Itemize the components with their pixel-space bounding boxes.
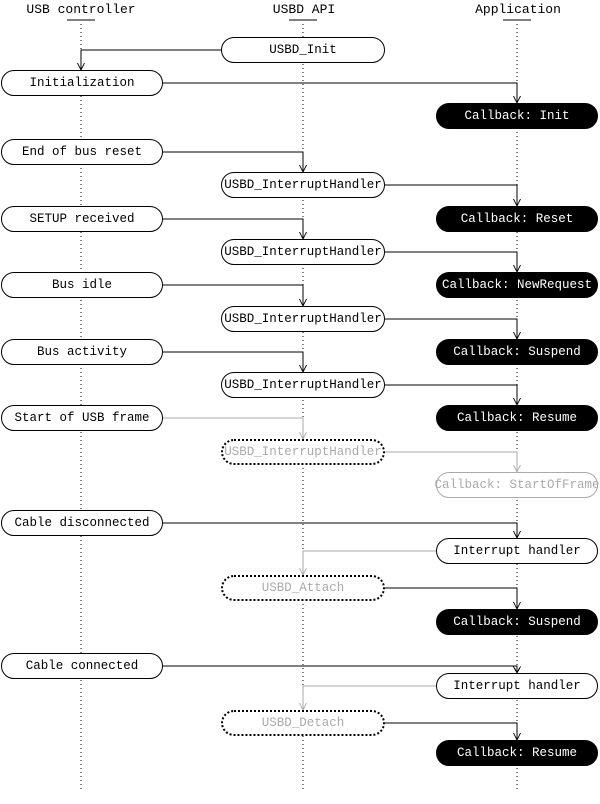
node-cable-disconnected: Cable disconnected [1,510,163,536]
node-callback-init: Callback: Init [436,103,598,129]
node-start-of-usb-frame: Start of USB frame [1,405,163,431]
node-interrupt-handler-1: Interrupt handler [436,538,598,564]
column-header-application: Application [475,2,561,17]
node-callback-resume-1: Callback: Resume [436,405,598,431]
node-usbd-detach: USBD_Detach [221,710,385,736]
node-cable-connected: Cable connected [1,653,163,679]
node-usbd-interrupthandler-5: USBD_InterruptHandler [221,439,385,465]
node-initialization: Initialization [1,70,163,96]
node-callback-suspend-2: Callback: Suspend [436,609,598,635]
node-usbd-init: USBD_Init [221,37,385,63]
column-header-usb-controller: USB controller [26,2,136,17]
node-bus-activity: Bus activity [1,339,163,365]
node-callback-startofframe: Callback: StartOfFrame [434,472,600,498]
node-usbd-interrupthandler-4: USBD_InterruptHandler [221,372,385,398]
column-header-usbd-api: USBD API [272,2,336,17]
node-callback-suspend-1: Callback: Suspend [436,339,598,365]
node-interrupt-handler-2: Interrupt handler [436,673,598,699]
connectors-gray [163,417,521,712]
node-usbd-interrupthandler-1: USBD_InterruptHandler [221,172,385,198]
node-callback-resume-2: Callback: Resume [436,740,598,766]
node-setup-received: SETUP received [1,206,163,232]
node-usbd-interrupthandler-3: USBD_InterruptHandler [221,306,385,332]
node-callback-reset: Callback: Reset [436,206,598,232]
node-usbd-attach: USBD_Attach [221,575,385,601]
node-usbd-interrupthandler-2: USBD_InterruptHandler [221,239,385,265]
node-callback-newrequest: Callback: NewRequest [436,272,598,298]
node-end-of-bus-reset: End of bus reset [1,139,163,165]
node-bus-idle: Bus idle [1,272,163,298]
